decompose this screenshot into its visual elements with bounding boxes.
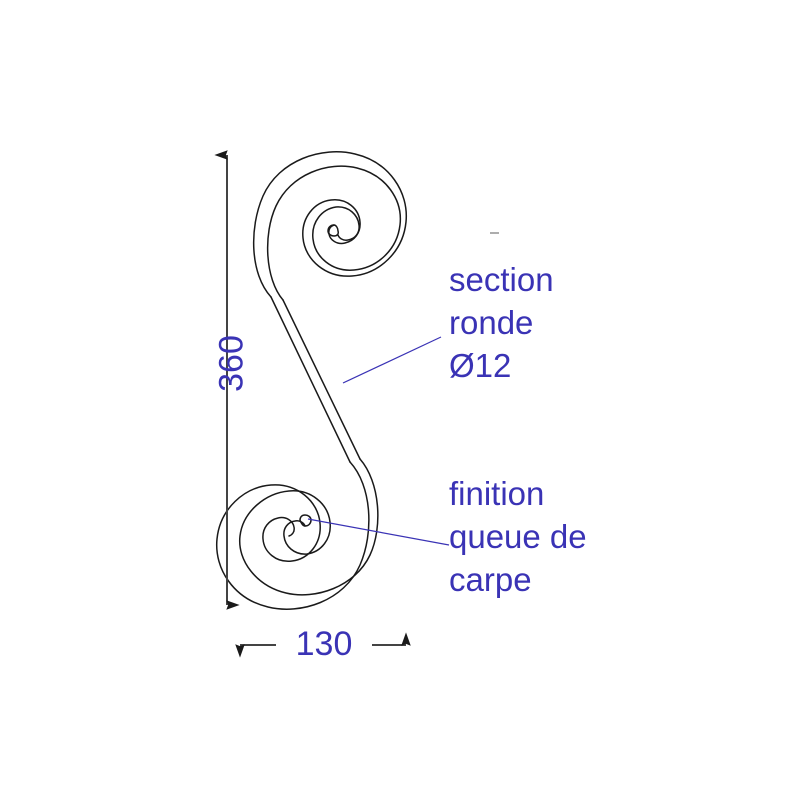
s-scroll-outline [215, 151, 408, 610]
vertical-dimension-label: 360 [212, 335, 251, 392]
lower-scroll-inner-edge [239, 458, 379, 596]
section-callout-line-2: ronde [449, 304, 534, 341]
finition-callout-line-1: finition [449, 475, 545, 512]
section-ronde-callout-text: section ronde Ø12 [449, 258, 554, 387]
stem-outer-edge [270, 296, 351, 463]
upper-scroll-tail-cap [327, 224, 339, 237]
section-callout-line-3: Ø12 [449, 347, 512, 384]
section-callout-line-1: section [449, 261, 554, 298]
finition-callout-line-3: carpe [449, 561, 532, 598]
horizontal-dimension-label: 130 [295, 625, 353, 663]
upper-scroll-inner-edge [266, 165, 402, 301]
lower-scroll-tail-cap [299, 514, 312, 527]
finition-callout-leader-line [307, 518, 450, 546]
lower-scroll-outer-edge [215, 461, 370, 610]
section-callout-leader-line [342, 336, 442, 384]
stem-inner-edge [282, 299, 361, 460]
finition-callout-line-2: queue de [449, 518, 587, 555]
upper-scroll-outer-edge [252, 151, 408, 298]
finition-queue-de-carpe-callout-text: finition queue de carpe [449, 472, 587, 601]
